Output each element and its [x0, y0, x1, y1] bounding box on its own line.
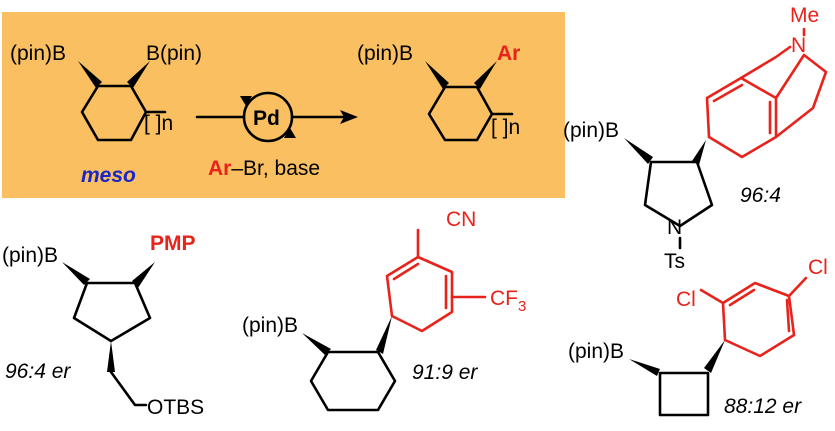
ex1-indole-double1: [712, 83, 744, 103]
product: (pin)B Ar [ ]n: [357, 42, 520, 142]
meso-label: meso: [81, 164, 136, 187]
prod-wedge-right: [474, 61, 497, 89]
prod-ring-n-label: [ ]n: [491, 116, 520, 139]
sm-wedge-right: [127, 61, 150, 88]
ex2-otbs-label: OTBS: [147, 396, 204, 419]
ex4-cl2-bond: [787, 276, 808, 298]
ex2-wedge-down: [107, 341, 115, 372]
ex1-indole-pyrrole: [774, 53, 828, 139]
ex3-cn-label: CN: [446, 208, 476, 231]
ex4-wedge-right: [704, 340, 725, 373]
ex2-wedge-right: [132, 262, 155, 288]
ex3-wedge-right: [376, 316, 392, 354]
pd-catalyst-label: Pd: [253, 107, 280, 130]
example-cyclohexane-aryl: (pin)B CN CF3 91:9 er: [242, 208, 526, 412]
sm-bpin-left-label: (pin)B: [10, 42, 66, 65]
ex3-aryl-ring: [385, 255, 454, 333]
reagent-label: Ar–Br, base: [208, 157, 320, 180]
example-pyrrolidine: (pin)B N Ts N Me 96:4: [563, 4, 828, 273]
reaction-arrow-group: Pd Ar–Br, base: [195, 91, 358, 180]
ex1-wedge-left: [624, 138, 653, 164]
ex3-cyclohexane-ring: [309, 350, 397, 412]
ex2-cyclopentane-ring: [72, 281, 152, 343]
example-cyclopentane: (pin)B OTBS PMP 96:4 er: [2, 232, 204, 419]
ex1-pyrrolidine-ring: [643, 160, 714, 228]
ex2-pmp-label: PMP: [150, 232, 196, 255]
ex1-indole-benzene: [705, 76, 778, 159]
prod-bpin-label: (pin)B: [357, 42, 413, 65]
example-cyclobutane: (pin)B Cl Cl 88:12 er: [568, 256, 828, 418]
ex1-er-label: 96:4: [740, 184, 781, 207]
ex1-indole-ring-top: [739, 45, 792, 80]
ex4-er-label: 88:12 er: [724, 395, 802, 418]
ex4-cl2-label: Cl: [808, 256, 828, 279]
ex3-cf3-label: CF3: [490, 287, 526, 315]
sm-wedge-left: [78, 61, 102, 88]
ex4-aryl-double1: [728, 288, 756, 307]
ex4-aryl-double2: [785, 298, 791, 333]
ex2-bpin-label: (pin)B: [2, 244, 58, 267]
sm-ring-n-label: [ ]n: [144, 112, 173, 135]
sm-ring: [80, 84, 148, 142]
ex4-bpin-label: (pin)B: [568, 340, 624, 363]
ex3-bpin-label: (pin)B: [242, 314, 298, 337]
prod-ring: [427, 85, 494, 142]
ex2-wedge-left: [62, 262, 90, 285]
ex4-cyclobutane-ring: [658, 371, 710, 417]
prod-wedge-left: [425, 61, 449, 89]
sm-bpin-right-label: B(pin): [146, 42, 202, 65]
ex4-wedge-left: [629, 359, 660, 376]
pd-cycle-circle: [242, 91, 294, 143]
ex1-n-label: N: [667, 216, 682, 239]
ex2-er-label: 96:4 er: [5, 360, 71, 383]
ex2-ch2-bond: [109, 370, 148, 407]
ex3-aryl-double1: [392, 262, 420, 281]
ex3-er-label: 91:9 er: [412, 361, 478, 384]
ex4-cl1-label: Cl: [676, 288, 696, 311]
prod-ar-label: Ar: [497, 42, 520, 65]
cycle-arrow-right: [284, 128, 296, 138]
cycle-arrow-left: [240, 96, 252, 106]
ex1-me-label: Me: [790, 4, 819, 27]
ex4-aryl-ring: [721, 281, 796, 358]
ex1-wedge-right: [692, 140, 706, 165]
starting-material: (pin)B B(pin) [ ]n meso: [10, 42, 202, 187]
ex3-wedge-left: [302, 333, 331, 355]
arrow-head: [340, 110, 358, 124]
ex1-bpin-label: (pin)B: [563, 119, 619, 142]
ex1-indole-n-label: N: [791, 34, 806, 57]
ex4-cl1-bond: [699, 288, 725, 305]
ex1-ts-label: Ts: [664, 250, 685, 273]
